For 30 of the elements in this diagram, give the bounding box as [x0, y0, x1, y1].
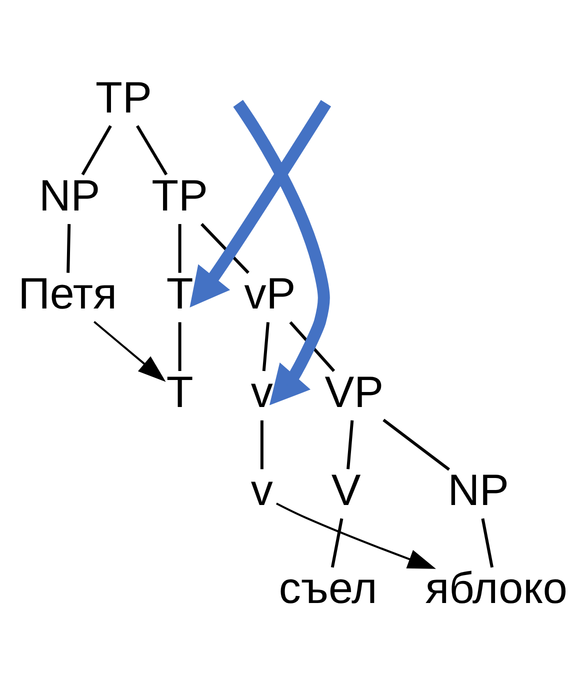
- node-text: NP: [448, 465, 509, 514]
- node-text: TP: [152, 170, 208, 220]
- arrow: [94, 320, 166, 382]
- node-text: vP: [244, 269, 296, 318]
- connector: [346, 420, 354, 469]
- connector: [262, 322, 270, 371]
- node-text: VP: [324, 367, 384, 416]
- connector: [481, 518, 494, 568]
- node-text: съел: [278, 564, 378, 613]
- connector: [178, 224, 182, 272]
- node-text: T: [166, 269, 194, 318]
- node-text: Петя: [18, 269, 117, 318]
- node-text: v: [250, 465, 273, 514]
- arrow: [233, 99, 330, 405]
- node-text: V: [331, 465, 361, 514]
- connector: [136, 124, 168, 175]
- connector: [289, 320, 336, 372]
- connector: [66, 224, 71, 272]
- connector: [382, 418, 450, 470]
- arrow: [190, 100, 332, 307]
- connector: [81, 124, 112, 175]
- connector: [178, 322, 182, 370]
- connector: [260, 420, 264, 469]
- node-text: T: [166, 367, 194, 416]
- node-text: яблоко: [425, 564, 568, 613]
- connector: [330, 518, 344, 568]
- arrow: [276, 502, 436, 568]
- node-text: TP: [96, 72, 152, 122]
- node-text: NP: [38, 170, 100, 220]
- node-text: v: [250, 367, 273, 416]
